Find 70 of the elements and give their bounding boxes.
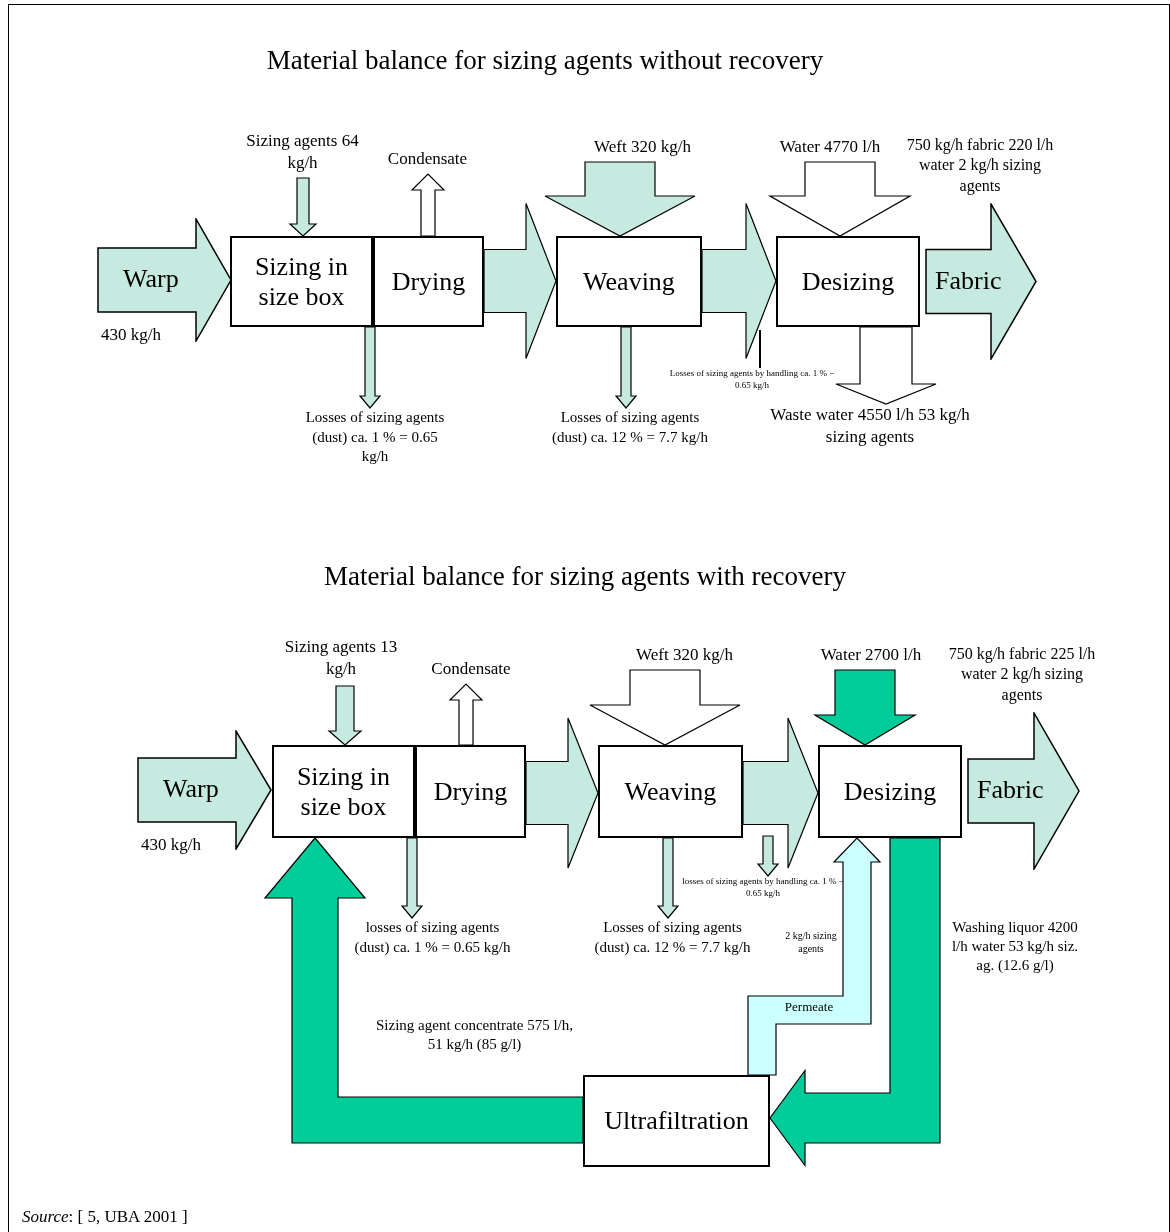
section-title: Material balance for sizing agents with recovery [323,560,847,593]
flow-label: Water 4770 l/h [755,136,905,162]
flow-label: Water 2700 l/h [796,644,946,670]
block-arrow [400,837,424,919]
process-name: Desizing [842,776,938,807]
flow-label: Losses of sizing agents (dust) ca. 1 % = 0.65 kg/h [300,408,450,482]
flow-quantity: 750 kg/h fabric 220 l/h water 2 kg/h sizing agents [905,134,1055,197]
process-name: Desizing [800,266,896,297]
block-arrow [525,717,599,869]
flow-note: Permeate [783,999,835,1016]
flow-label: Weft 320 kg/h [607,644,762,670]
block-arrow [589,669,741,746]
process-box [598,745,743,838]
flow-label: Condensate [370,148,485,174]
block-arrow [756,835,780,877]
flow-label: Losses of sizing agents (dust) ca. 12 % = 7.7 kg/h [550,408,710,482]
flow-label: Sizing agents 64 kg/h [245,130,360,178]
flow-label: Losses of sizing agents (dust) ca. 12 % = 7.7 kg/h [590,918,755,992]
process-name: Weaving [582,266,676,297]
process-box [415,745,526,838]
process-name: Ultrafiltration [603,1106,750,1136]
block-arrow [288,177,318,237]
arrow-label: Warp [123,266,179,292]
block-arrow [358,326,382,409]
flow-label: Waste water 4550 l/h 53 kg/h sizing agents [770,404,970,454]
flow-label: losses of sizing agents by handling ca. 1 % − 0.65 kg/h [678,876,848,906]
flow-label: Losses of sizing agents by handling ca. 1 % − 0.65 kg/h [666,368,838,398]
flow-note: 2 kg/h sizing agents [784,930,838,955]
source-note: Source: [ 5, UBA 2001 ] [22,1208,189,1227]
block-arrow [656,837,680,919]
block-arrow [263,837,584,1144]
block-arrow [544,161,696,237]
leader-line [759,329,761,369]
process-box [556,236,702,327]
arrow-label: Fabric [935,267,1002,294]
arrow-label: Fabric [977,777,1044,803]
block-arrow [747,837,882,1076]
arrow-label: Warp [163,776,219,802]
process-name: Sizing in size box [253,251,350,312]
flow-quantity: 430 kg/h [141,834,201,856]
process-name: Sizing in size box [295,761,392,822]
flow-label: Sizing agents 13 kg/h [282,636,400,686]
process-box [776,236,920,327]
block-arrow [483,202,557,360]
flow-label: losses of sizing agents (dust) ca. 1 % = 0.65 kg/h [350,918,515,992]
flow-label: Weft 320 kg/h [565,136,720,162]
process-name: Drying [432,776,509,807]
process-name: Weaving [623,776,718,807]
process-box [272,745,415,838]
block-arrow [812,669,918,746]
flow-quantity: 430 kg/h [101,324,161,346]
flow-note: Washing liquor 4200 l/h water 53 kg/h siz. ag. (12.6 g/l) [950,918,1080,975]
block-arrow [769,837,941,1168]
block-arrow [448,683,484,746]
block-arrow [614,326,638,409]
block-arrow [410,173,446,237]
block-arrow [767,161,913,237]
flow-label: Condensate [410,658,532,684]
block-arrow [701,202,777,360]
section-title: Material balance for sizing agents without recovery [265,44,825,77]
flow-quantity: 750 kg/h fabric 225 l/h water 2 kg/h sizing agents [947,643,1097,706]
block-arrow [835,326,937,405]
process-box [818,745,962,838]
block-arrow [742,717,819,869]
process-box [373,236,484,327]
process-box [230,236,373,327]
process-name: Drying [390,266,467,297]
block-arrow [327,685,363,746]
edge-label: Sizing agent concentrate 575 l/h, 51 kg/h (85 g/l) [375,1016,574,1054]
process-box [583,1075,770,1167]
